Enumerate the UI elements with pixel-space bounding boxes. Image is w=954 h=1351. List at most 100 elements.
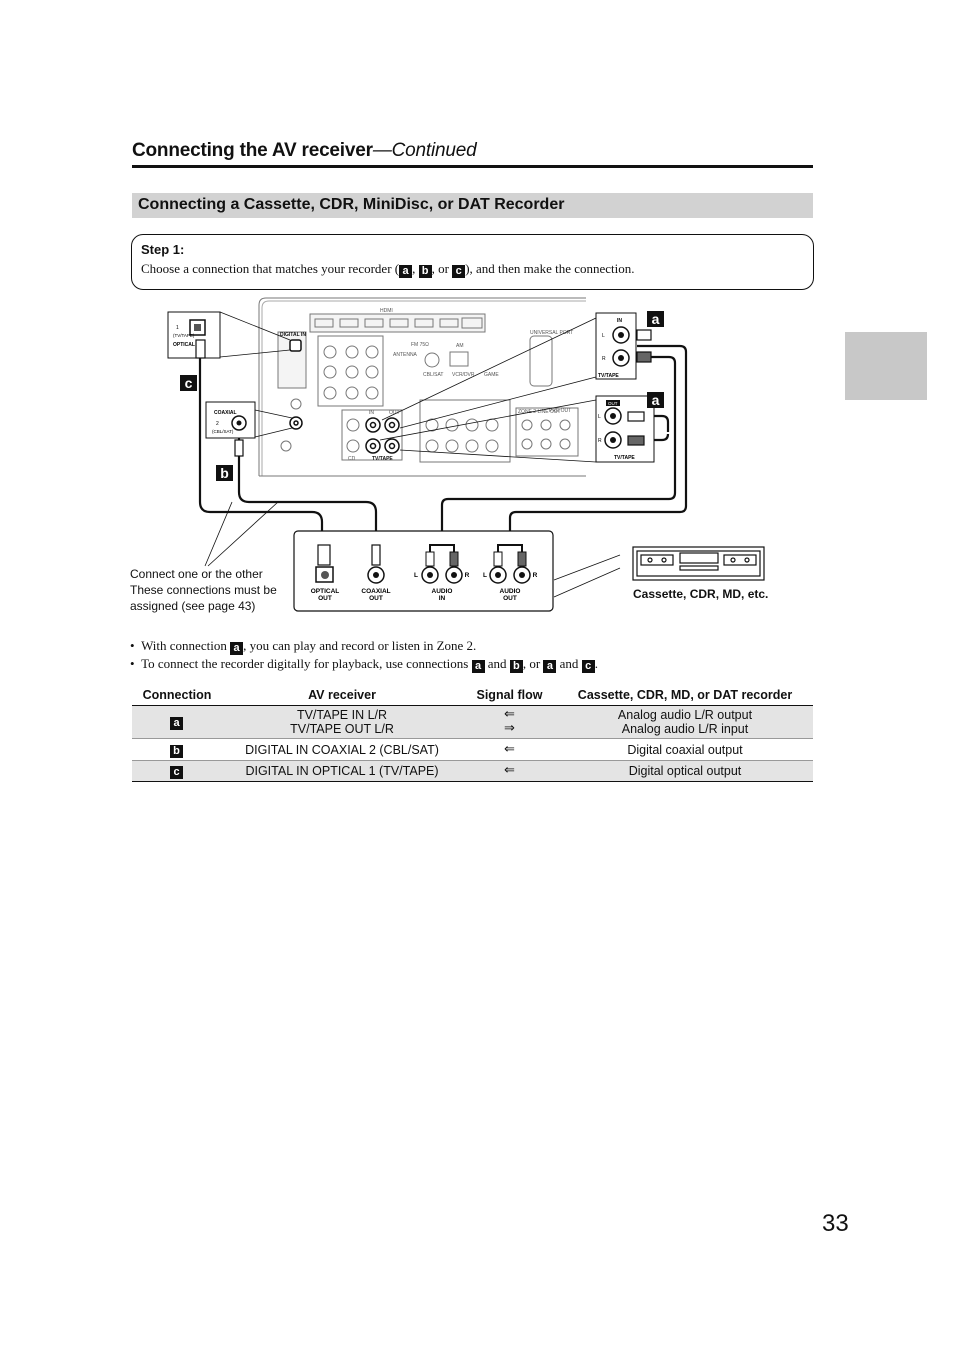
optical-inset-tvtape: (TV/TAPE) bbox=[173, 333, 195, 338]
receiver-cbl-sat-label: CBL/SAT bbox=[423, 372, 443, 378]
bullet-2-and-1: and bbox=[484, 656, 510, 671]
bullet-item-2: • To connect the recorder digitally for … bbox=[130, 656, 598, 673]
row-a-receiver-2: TV/TAPE OUT L/R bbox=[290, 722, 394, 736]
recorder-audio-in-r: R bbox=[465, 572, 470, 579]
bullet-1-pre: With connection bbox=[141, 638, 231, 653]
tv-tape-inset-label: TV/TAPE bbox=[598, 373, 619, 379]
marker-c: c bbox=[185, 375, 193, 391]
step-text-1: Choose a connection that matches your re… bbox=[141, 261, 400, 276]
cassette-deck-illustration bbox=[632, 546, 765, 581]
row-c-flow: ⇐ bbox=[462, 760, 557, 782]
row-a-key-cell: a bbox=[132, 705, 222, 739]
receiver-antenna-label: ANTENNA bbox=[393, 352, 418, 358]
side-tab bbox=[845, 332, 927, 400]
page-number: 33 bbox=[822, 1210, 849, 1237]
caption-line-2: These connections must be bbox=[130, 583, 277, 597]
bullet-2-key-4: c bbox=[581, 660, 595, 673]
header-rule bbox=[132, 165, 813, 168]
receiver-rear-panel bbox=[258, 297, 586, 477]
row-c-key: c bbox=[170, 766, 183, 779]
header-title-text: Connecting the AV receiver bbox=[132, 140, 373, 161]
row-c-key-cell: c bbox=[132, 760, 222, 782]
table-row: b DIGITAL IN COAXIAL 2 (CBL/SAT) ⇐ Digit… bbox=[132, 738, 813, 761]
recorder-audio-in-l: L bbox=[414, 572, 418, 579]
cables bbox=[198, 344, 688, 545]
tv-tape-inset-r: R bbox=[602, 356, 606, 362]
receiver-digital-jacks bbox=[289, 339, 303, 430]
tv-tape-inset-in: IN bbox=[617, 318, 622, 324]
row-c-recorder: Digital optical output bbox=[557, 760, 813, 782]
step-box bbox=[131, 234, 814, 290]
recorder-audio-out-l: L bbox=[483, 572, 487, 579]
coaxial-inset-cblsat: (CBL/SAT) bbox=[212, 429, 234, 434]
recorder-jack-panel: OPTICAL OUT COAXIAL OUT AUDIO IN AUDIO O… bbox=[293, 530, 554, 612]
receiver-fm-label: FM 75Ω bbox=[411, 342, 429, 348]
bullet-item-1: • With connection a, you can play and re… bbox=[130, 638, 477, 655]
header-recorder: Cassette, CDR, MD, or DAT recorder bbox=[577, 687, 793, 702]
receiver-tv-tape-label: TV/TAPE bbox=[372, 456, 393, 462]
receiver-cd-label: CD bbox=[348, 456, 356, 462]
step-sep-1: , bbox=[412, 261, 419, 276]
bullet-1-post: , you can play and record or listen in Z… bbox=[243, 638, 477, 653]
connection-diagram: HDMI DIGITAL IN ANTENNA FM 75Ω AM UNIVER… bbox=[167, 297, 765, 612]
step-text: Choose a connection that matches your re… bbox=[141, 261, 635, 278]
bullet-2-and-2: and bbox=[556, 656, 582, 671]
key-a: a bbox=[399, 265, 413, 278]
tv-tape-inset-bottom: OUT L R TV/TAPE bbox=[595, 395, 655, 463]
coaxial-inset: COAXIAL 2 (CBL/SAT) bbox=[205, 401, 256, 439]
optical-inset-label: OPTICAL bbox=[173, 342, 195, 348]
tv-tape-inset-label2: TV/TAPE bbox=[614, 455, 635, 461]
marker-b: b bbox=[220, 465, 229, 481]
marker-a-top: a bbox=[652, 311, 660, 327]
recorder-optical-label-1: OPTICAL bbox=[311, 588, 340, 595]
header-signal-flow: Signal flow bbox=[476, 687, 543, 702]
recorder-label: Cassette, CDR, MD, etc. bbox=[633, 587, 769, 601]
recorder-audio-out-label-1: AUDIO bbox=[500, 588, 521, 595]
row-a-flow: ⇐⇒ bbox=[462, 705, 557, 739]
row-a-key: a bbox=[170, 717, 183, 730]
step-text-2: ), and then make the connection. bbox=[465, 261, 635, 276]
row-b-receiver: DIGITAL IN COAXIAL 2 (CBL/SAT) bbox=[245, 742, 439, 757]
connection-table: Connection AV receiver Signal flow Casse… bbox=[132, 684, 813, 782]
bullet-2-key-1: a bbox=[471, 660, 485, 673]
bullet-2-key-3: a bbox=[543, 660, 557, 673]
row-a-flow-1: ⇐ bbox=[504, 707, 515, 722]
bullet-2-end: . bbox=[594, 656, 598, 671]
row-b-key-cell: b bbox=[132, 739, 222, 761]
key-b: b bbox=[418, 265, 432, 278]
marker-a-bottom: a bbox=[652, 392, 660, 408]
step-sep-2: , or bbox=[431, 261, 453, 276]
bullet-2-key-2: b bbox=[509, 660, 523, 673]
receiver-labels: HDMI DIGITAL IN ANTENNA FM 75Ω AM UNIVER… bbox=[280, 308, 573, 462]
section-title: Connecting a Cassette, CDR, MiniDisc, or… bbox=[138, 196, 565, 213]
header-av-receiver: AV receiver bbox=[308, 687, 376, 702]
tv-tape-inset-l2: L bbox=[598, 414, 601, 420]
receiver-digital-in-label: DIGITAL IN bbox=[280, 332, 306, 338]
recorder-audio-out-r: R bbox=[533, 572, 538, 579]
recorder-audio-in-label-2: IN bbox=[439, 595, 446, 602]
row-a-recorder-2: Analog audio L/R input bbox=[621, 722, 749, 736]
receiver-pre-out-label: PRE OUT bbox=[549, 408, 571, 414]
diagram-caption: Connect one or the other These connectio… bbox=[130, 566, 277, 614]
caption-line-3: assigned (see page 43) bbox=[130, 599, 256, 613]
recorder-optical-label-2: OUT bbox=[318, 595, 332, 602]
receiver-game-label: GAME bbox=[484, 372, 499, 378]
table-row: c DIGITAL IN OPTICAL 1 (TV/TAPE) ⇐ Digit… bbox=[132, 760, 813, 782]
tv-tape-inset-r2: R bbox=[598, 438, 602, 444]
tv-tape-inset-l: L bbox=[602, 333, 605, 339]
recorder-coaxial-label-2: OUT bbox=[369, 595, 383, 602]
tv-tape-inset-top: IN L R TV/TAPE bbox=[595, 312, 637, 380]
recorder-audio-out-label-2: OUT bbox=[503, 595, 517, 602]
coaxial-inset-2: 2 bbox=[216, 421, 219, 427]
marker-badges: a a c b bbox=[180, 311, 664, 481]
bullet-2-pre: To connect the recorder digitally for pl… bbox=[141, 656, 472, 671]
caption-line-1: Connect one or the other bbox=[130, 567, 263, 581]
row-c-receiver: DIGITAL IN OPTICAL 1 (TV/TAPE) bbox=[222, 760, 462, 782]
row-b-recorder: Digital coaxial output bbox=[627, 742, 743, 757]
row-a-receiver-1: TV/TAPE IN L/R bbox=[296, 708, 388, 722]
optical-inset: 1 (TV/TAPE) OPTICAL bbox=[167, 311, 221, 359]
cable-plugs bbox=[195, 329, 652, 457]
receiver-hdmi-label: HDMI bbox=[380, 308, 393, 314]
